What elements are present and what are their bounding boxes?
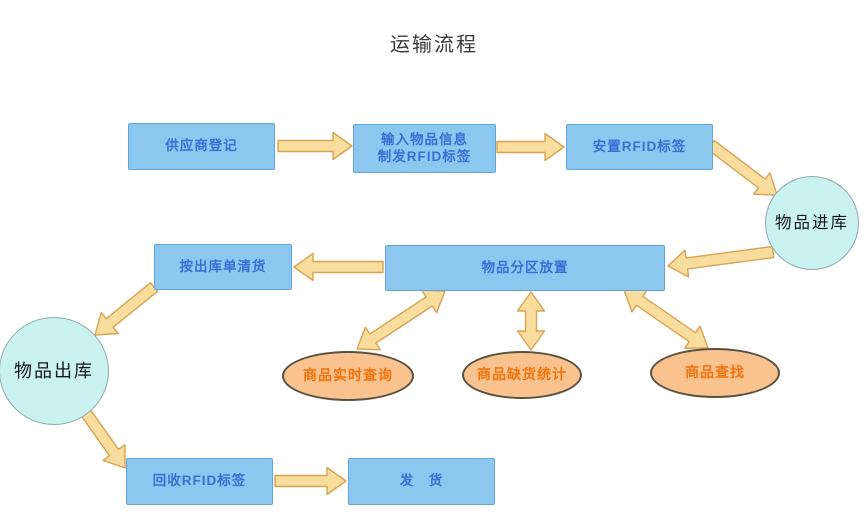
arrow-clear_by_order-to-outbound [94, 282, 159, 336]
arrow-recycle_rfid-to-ship [274, 466, 347, 496]
node-place-rfid-tag: 安置RFID标签 [566, 124, 713, 170]
node-input-item-info: 输入物品信息 制发RFID标签 [353, 124, 496, 173]
arrow-input_info-to-place_rfid [496, 132, 565, 162]
arrow-zone_placement-to-product_find-bidirectional [623, 289, 709, 349]
page-title: 运输流程 [390, 34, 478, 56]
node-zone-placement-label: 物品分区放置 [481, 259, 569, 275]
node-shortage-statistics-label: 商品缺货统计 [477, 366, 567, 383]
node-shortage-statistics: 商品缺货统计 [462, 351, 582, 399]
node-ship-goods: 发 货 [348, 458, 495, 505]
arrow-zone_placement-to-realtime_query-bidirectional [356, 289, 446, 351]
arrow-inbound-to-zone_placement [667, 245, 775, 278]
node-clear-by-outbound-order: 按出库单清货 [154, 244, 292, 290]
node-product-find-label: 商品查找 [685, 364, 745, 381]
node-items-inbound: 物品进库 [765, 176, 859, 270]
node-items-outbound: 物品出库 [0, 317, 109, 425]
node-input-item-info-line2: 制发RFID标签 [377, 148, 472, 164]
arrow-zone_placement-to-clear_by_order [293, 252, 384, 282]
node-realtime-query: 商品实时查询 [282, 351, 414, 401]
node-place-rfid-tag-label: 安置RFID标签 [592, 138, 687, 154]
node-clear-by-outbound-order-label: 按出库单清货 [179, 258, 267, 274]
arrow-place_rfid-to-inbound [707, 139, 778, 196]
node-input-item-info-line1: 输入物品信息 [381, 131, 468, 147]
node-items-inbound-label: 物品进库 [775, 213, 849, 232]
node-recycle-rfid-tag-label: 回收RFID标签 [152, 473, 247, 489]
node-realtime-query-label: 商品实时查询 [303, 367, 393, 384]
arrow-zone_placement-to-shortage_stats-bidirectional [516, 291, 546, 351]
arrow-outbound-to-recycle_rfid [80, 409, 126, 469]
node-product-find: 商品查找 [650, 348, 780, 398]
node-supplier-register-label: 供应商登记 [165, 138, 238, 154]
node-supplier-register: 供应商登记 [128, 123, 275, 170]
node-recycle-rfid-tag: 回收RFID标签 [126, 458, 273, 505]
node-zone-placement: 物品分区放置 [385, 245, 665, 291]
node-ship-goods-label: 发 货 [399, 473, 444, 489]
node-items-outbound-label: 物品出库 [14, 360, 94, 381]
arrow-supplier-to-input_info [277, 131, 353, 161]
